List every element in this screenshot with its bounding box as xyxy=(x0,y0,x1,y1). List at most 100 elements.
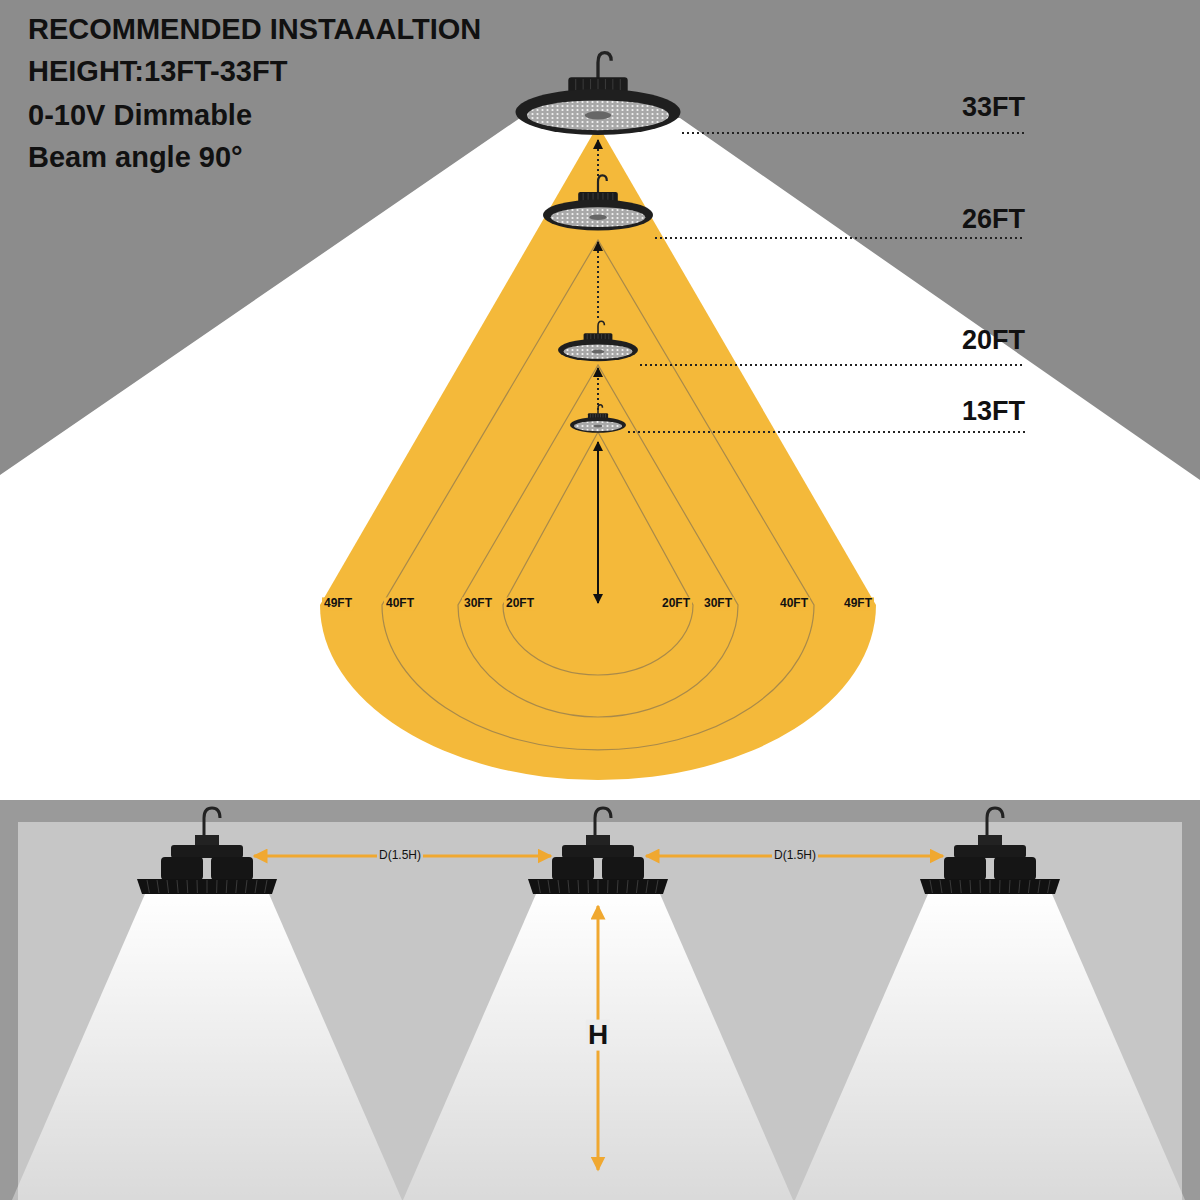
lamp-fin xyxy=(177,880,178,893)
lamp-hook xyxy=(595,808,611,836)
spec-line: 0-10V Dimmable xyxy=(28,100,252,132)
lamp-fin xyxy=(999,880,1000,893)
lamp-center xyxy=(585,111,611,119)
lamp-ring xyxy=(562,845,634,858)
lamp-fin xyxy=(607,880,608,893)
lamp-fin xyxy=(990,880,991,893)
lamp-fin xyxy=(157,880,159,893)
width-label: 30FT xyxy=(702,597,734,610)
lamp-lens xyxy=(527,100,669,130)
lamp-pod xyxy=(211,857,253,880)
high-bay-lamp xyxy=(558,321,638,361)
bottom-frame xyxy=(0,800,1200,1200)
width-label: 40FT xyxy=(778,597,810,610)
lamp-fin xyxy=(646,880,648,893)
lamp-center xyxy=(594,425,603,428)
width-label: 49FT xyxy=(842,597,874,610)
lamp-fin xyxy=(167,880,169,893)
lamp-hook xyxy=(204,808,220,836)
lamp-center xyxy=(592,350,605,354)
light-cone xyxy=(12,894,402,1200)
height-arrow xyxy=(597,442,599,603)
lamp-fin xyxy=(538,880,540,893)
height-dotted-line xyxy=(682,132,1025,134)
beam-outline xyxy=(382,240,814,750)
high-bay-lamp-side xyxy=(920,808,1060,894)
lamp-fin xyxy=(265,880,267,893)
white-ground xyxy=(0,0,1200,800)
beam-fan xyxy=(320,125,876,780)
rise-arrow xyxy=(597,242,599,318)
lamp-pod xyxy=(944,857,986,880)
lamp-fin xyxy=(207,880,208,893)
high-bay-lamp xyxy=(516,53,681,136)
light-cone xyxy=(795,894,1185,1200)
spec-line: HEIGHT:13FT-33FT xyxy=(28,56,287,88)
lamp-hook xyxy=(598,53,611,79)
lamp-fin xyxy=(147,880,149,893)
height-label: 26FT xyxy=(962,205,1025,235)
width-label: 20FT xyxy=(504,597,536,610)
rise-arrow xyxy=(597,368,599,410)
lamp-fin xyxy=(960,880,961,893)
lamp-fin xyxy=(1038,880,1040,893)
lamp-fin xyxy=(617,880,619,893)
lamp-pod xyxy=(994,857,1036,880)
height-dotted-line xyxy=(655,237,1025,239)
lamp-fin xyxy=(1028,880,1030,893)
height-dotted-line xyxy=(640,364,1025,366)
lamp-fin xyxy=(656,880,658,893)
lamp-fin xyxy=(236,880,237,893)
width-label: 40FT xyxy=(384,597,416,610)
lamp-hook xyxy=(598,321,604,334)
lamp-fin xyxy=(197,880,198,893)
lamp-fin xyxy=(558,880,560,893)
beam-outline xyxy=(458,365,738,717)
high-bay-lamp xyxy=(543,175,653,230)
lamp-fin xyxy=(578,880,580,893)
lamp-fin xyxy=(950,880,952,893)
lamp-fin xyxy=(588,880,589,893)
spacing-label: D(1.5H) xyxy=(377,849,423,862)
lamp-rim xyxy=(558,339,638,361)
lamp-fin xyxy=(598,880,599,893)
lamp-hook xyxy=(987,808,1003,836)
lamp-fin xyxy=(548,880,550,893)
lamp-ring xyxy=(171,845,243,858)
lamp-lens xyxy=(574,421,622,431)
high-bay-lamp-side xyxy=(137,808,277,894)
lamp-fin xyxy=(255,880,257,893)
title: RECOMMENDED INSTAAALTION xyxy=(28,14,481,46)
lamp-pod xyxy=(602,857,644,880)
lamp-fin xyxy=(216,880,217,893)
lamp-lens xyxy=(564,344,633,358)
width-label: 49FT xyxy=(322,597,354,610)
lamp-fin xyxy=(627,880,628,893)
lamp-fin xyxy=(930,880,932,893)
lamp-disc xyxy=(528,879,668,894)
lamp-center xyxy=(589,214,607,220)
height-label: 33FT xyxy=(962,93,1025,123)
height-label: 20FT xyxy=(962,326,1025,356)
lamp-fin xyxy=(1019,880,1020,893)
lamp-hook xyxy=(598,175,607,193)
height-dotted-line xyxy=(628,431,1025,433)
rise-arrow xyxy=(597,140,599,186)
width-label: 20FT xyxy=(660,597,692,610)
lamp-ring xyxy=(954,845,1026,858)
lamp-pod xyxy=(161,857,203,880)
lamp-fin xyxy=(970,880,972,893)
lamp-rim xyxy=(543,200,653,231)
lamp-rim xyxy=(516,89,681,135)
width-label: 30FT xyxy=(462,597,494,610)
lamp-disc xyxy=(920,879,1060,894)
lamp-disc xyxy=(137,879,277,894)
height-symbol: H xyxy=(586,1020,610,1051)
lamp-fin xyxy=(245,880,247,893)
spacing-label: D(1.5H) xyxy=(772,849,818,862)
high-bay-lamp-side xyxy=(528,808,668,894)
spec-line: Beam angle 90° xyxy=(28,142,243,174)
lamp-fin xyxy=(187,880,189,893)
lamp-fin xyxy=(1009,880,1011,893)
